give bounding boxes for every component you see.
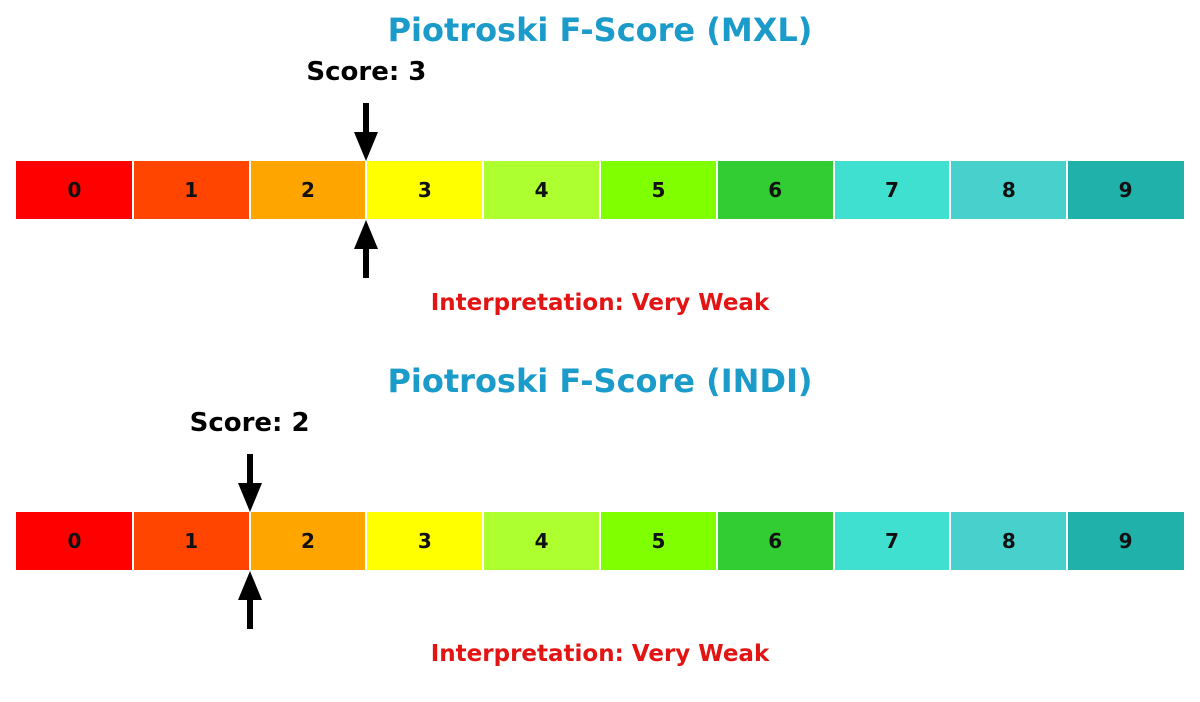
score-arrow-down-icon	[237, 454, 262, 512]
segment-divider	[715, 161, 718, 219]
interpretation-text: Interpretation: Very Weak	[430, 641, 770, 667]
scale-segment-4: 4	[483, 161, 600, 219]
scale-segment-1: 1	[132, 161, 250, 219]
scale-segment-3: 3	[366, 512, 484, 570]
segment-divider	[949, 161, 952, 219]
score-label: Score: 2	[189, 408, 310, 438]
scale-segment-3: 3	[366, 161, 484, 219]
scale-segment-4: 4	[483, 512, 600, 570]
scale-segment-7: 7	[833, 161, 951, 219]
score-arrow-up-icon	[354, 220, 379, 278]
segment-divider	[365, 161, 368, 219]
segment-divider	[1066, 512, 1069, 570]
scale-segment-6: 6	[716, 512, 834, 570]
chart-title: Piotroski F-Score (MXL)	[387, 11, 813, 49]
scale-segment-2: 2	[249, 161, 367, 219]
segment-divider	[482, 161, 485, 219]
scale-segment-2: 2	[249, 512, 367, 570]
segment-divider	[715, 512, 718, 570]
segment-divider	[482, 512, 485, 570]
interpretation-text: Interpretation: Very Weak	[430, 290, 770, 316]
scale-segment-1: 1	[132, 512, 250, 570]
segment-divider	[599, 161, 601, 219]
score-arrow-down-icon	[354, 103, 379, 161]
score-label: Score: 3	[306, 57, 427, 87]
scale-segment-8: 8	[950, 161, 1068, 219]
score-arrow-up-icon	[237, 571, 262, 629]
segment-divider	[832, 512, 835, 570]
scale-segment-7: 7	[833, 512, 951, 570]
scale-segment-0: 0	[16, 161, 133, 219]
segment-divider	[1066, 161, 1069, 219]
segment-divider	[248, 161, 251, 219]
chart-title: Piotroski F-Score (INDI)	[387, 362, 813, 400]
scale-segment-0: 0	[16, 512, 133, 570]
scale-segment-6: 6	[716, 161, 834, 219]
segment-divider	[949, 512, 952, 570]
segment-divider	[248, 512, 251, 570]
segment-divider	[599, 512, 601, 570]
segment-divider	[832, 161, 835, 219]
segment-divider	[365, 512, 368, 570]
scale-segment-8: 8	[950, 512, 1068, 570]
segment-divider	[131, 512, 134, 570]
scale-segment-9: 9	[1067, 161, 1184, 219]
scale-segment-5: 5	[600, 161, 717, 219]
segment-divider	[131, 161, 134, 219]
scale-segment-9: 9	[1067, 512, 1184, 570]
scale-segment-5: 5	[600, 512, 717, 570]
